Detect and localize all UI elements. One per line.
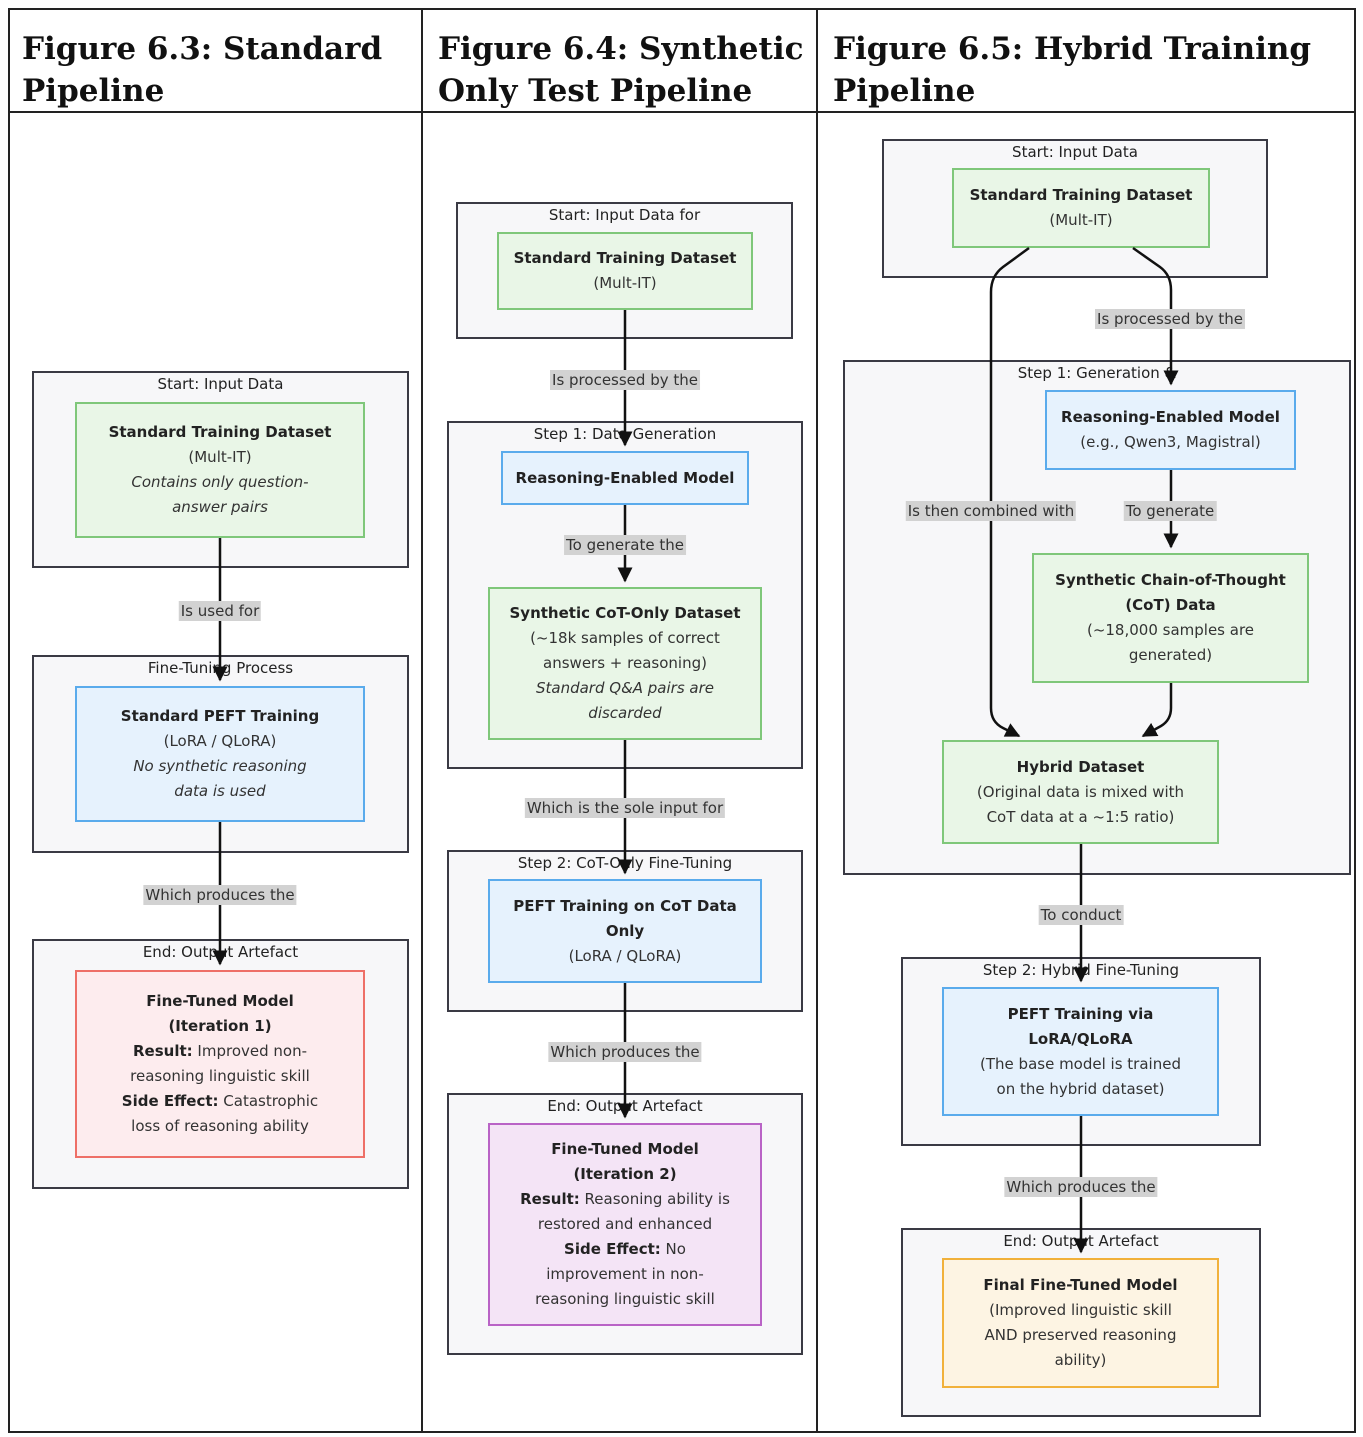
edge-label-which-produces: Which produces the <box>143 885 297 905</box>
standard-finetuned-model-node: Fine-Tuned Model (Iteration 1) Result: I… <box>75 970 365 1158</box>
edge-label-is-processed-by: Is processed by the <box>550 370 700 390</box>
hybrid-cot-data-node: Synthetic Chain-of-Thought (CoT) Data (~… <box>1032 553 1309 683</box>
header-divider <box>8 111 1356 113</box>
edge-label-sole-input: Which is the sole input for <box>524 798 726 818</box>
column-divider <box>421 8 423 1433</box>
group-title: Start: Input Data <box>1012 143 1138 161</box>
edge-label-is-used-for: Is used for <box>178 601 262 621</box>
hybrid-reasoning-model-node: Reasoning-Enabled Model (e.g., Qwen3, Ma… <box>1045 390 1296 470</box>
edge-label-to-generate: To generate <box>1123 501 1217 521</box>
edge-label-to-generate: To generate the <box>564 535 686 555</box>
figure-table <box>8 8 1356 1433</box>
standard-dataset-node: Standard Training Dataset (Mult-IT) Cont… <box>75 402 365 538</box>
edge-arrow <box>1141 683 1173 738</box>
group-title: Start: Input Data <box>157 375 284 393</box>
synthetic-cot-dataset-node: Synthetic CoT-Only Dataset (~18k samples… <box>488 587 762 740</box>
edge-label-which-produces: Which produces the <box>548 1042 702 1062</box>
edge-arrow <box>989 246 1030 738</box>
synthetic-peft-node: PEFT Training on CoT Data Only (LoRA / Q… <box>488 879 762 983</box>
edge-arrow <box>1132 246 1179 386</box>
hybrid-dataset-mix-node: Hybrid Dataset (Original data is mixed w… <box>942 740 1219 844</box>
edge-label-combined-with: Is then combined with <box>905 501 1077 521</box>
standard-peft-node: Standard PEFT Training (LoRA / QLoRA) No… <box>75 686 365 822</box>
synthetic-reasoning-model-node: Reasoning-Enabled Model <box>501 451 749 505</box>
group-title: Step 1: Generation & <box>1017 364 1177 382</box>
hybrid-dataset-node: Standard Training Dataset (Mult-IT) <box>952 168 1210 248</box>
column-divider <box>816 8 818 1433</box>
hybrid-peft-node: PEFT Training via LoRA/QLoRA (The base m… <box>942 987 1219 1116</box>
hybrid-final-model-node: Final Fine-Tuned Model (Improved linguis… <box>942 1258 1219 1388</box>
edge-label-which-produces: Which produces the <box>1004 1177 1158 1197</box>
synthetic-finetuned-model-node: Fine-Tuned Model (Iteration 2) Result: R… <box>488 1123 762 1326</box>
group-title: Start: Input Data for <box>548 206 701 224</box>
synthetic-dataset-node: Standard Training Dataset (Mult-IT) <box>497 232 753 310</box>
edge-label-is-processed-by: Is processed by the <box>1095 309 1245 329</box>
edge-label-to-conduct: To conduct <box>1038 905 1124 925</box>
